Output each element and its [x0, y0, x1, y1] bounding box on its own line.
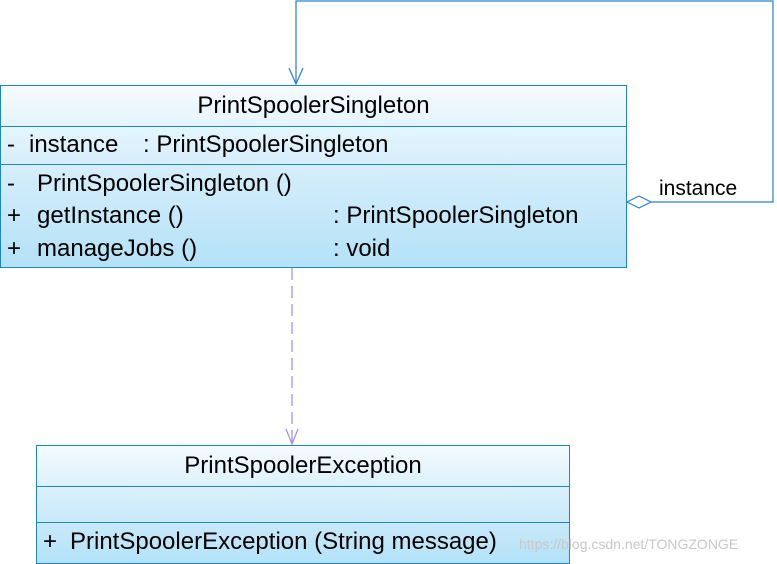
class-print-spooler-singleton[interactable]: PrintSpoolerSingleton - instance : Print…	[0, 85, 627, 268]
visibility-marker: +	[7, 235, 22, 262]
operations-compartment: - PrintSpoolerSingleton () + getInstance…	[1, 164, 626, 267]
operation-row: + manageJobs () : void	[1, 234, 626, 264]
operation-row: + getInstance () : PrintSpoolerSingleton	[1, 201, 626, 231]
operation-row: + PrintSpoolerException (String message)	[37, 527, 569, 557]
attributes-compartment	[37, 486, 569, 522]
dependency-arrowhead	[285, 428, 299, 446]
association-label-instance: instance	[659, 177, 738, 200]
operation-signature: manageJobs ()	[37, 235, 198, 262]
class-name: PrintSpoolerSingleton	[197, 92, 430, 119]
dependency-singleton-to-exception	[285, 268, 299, 446]
self-association-arrowhead	[288, 67, 304, 86]
class-print-spooler-exception[interactable]: PrintSpoolerException + PrintSpoolerExce…	[36, 445, 570, 564]
operation-row: - PrintSpoolerSingleton ()	[1, 169, 626, 199]
aggregation-diamond-icon	[625, 195, 653, 209]
operation-type: : PrintSpoolerSingleton	[333, 202, 579, 229]
attribute-name: instance	[29, 131, 119, 158]
operation-type: : void	[333, 235, 391, 262]
visibility-marker: -	[7, 170, 15, 197]
operation-signature: PrintSpoolerException (String message)	[70, 528, 497, 555]
class-name: PrintSpoolerException	[184, 452, 422, 479]
visibility-marker: -	[7, 131, 15, 158]
operations-compartment: + PrintSpoolerException (String message)	[37, 522, 569, 563]
operation-signature: getInstance ()	[37, 202, 184, 229]
attributes-compartment: - instance : PrintSpoolerSingleton	[1, 126, 626, 164]
attribute-type: : PrintSpoolerSingleton	[143, 131, 389, 158]
watermark-text: https://blog.csdn.net/TONGZONGE	[519, 536, 739, 552]
visibility-marker: +	[7, 202, 22, 229]
visibility-marker: +	[43, 528, 58, 555]
attribute-row: - instance : PrintSpoolerSingleton	[1, 130, 626, 160]
operation-signature: PrintSpoolerSingleton ()	[37, 170, 292, 197]
